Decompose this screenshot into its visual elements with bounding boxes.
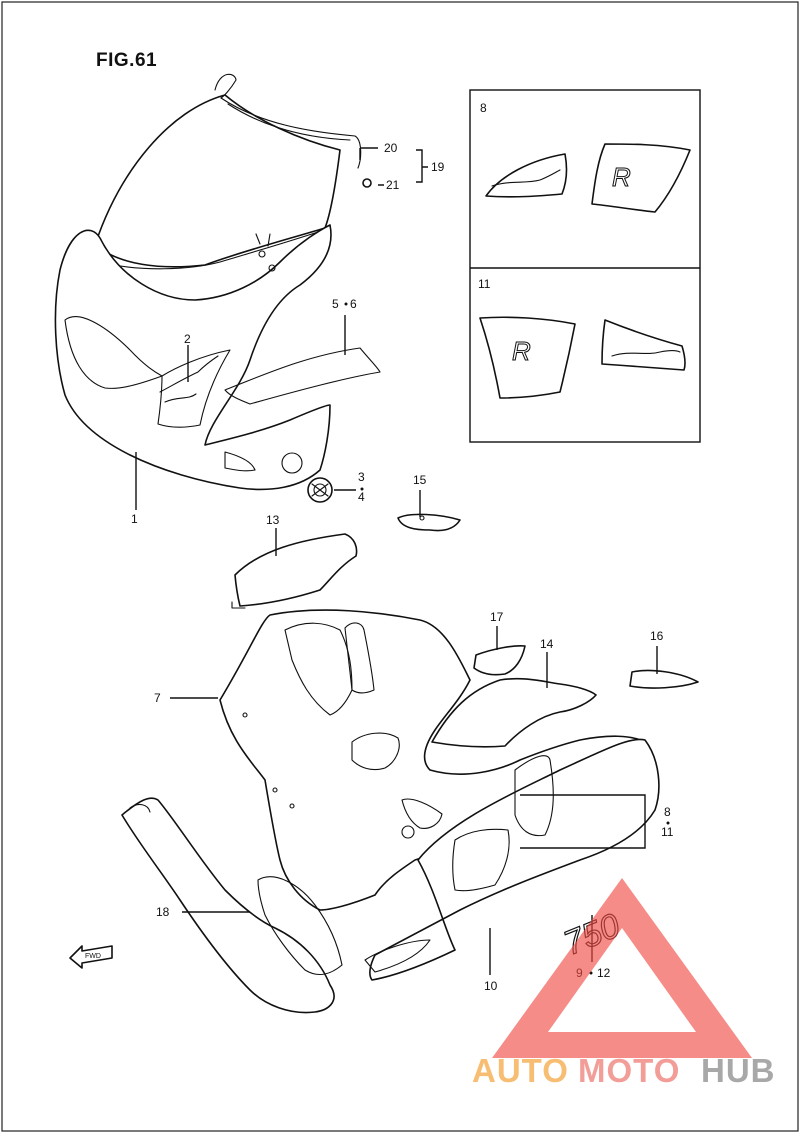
callout-19: 19 xyxy=(431,160,445,174)
upper-cowl-part xyxy=(54,224,381,491)
part-13 xyxy=(234,533,358,607)
decal-8-left xyxy=(485,153,568,198)
svg-text:R: R xyxy=(612,162,631,192)
callout-16: 16 xyxy=(650,629,664,643)
callout-7: 7 xyxy=(154,691,161,705)
callout-18: 18 xyxy=(156,905,170,919)
decal-11-left xyxy=(479,316,576,399)
watermark-word-hub: HUB xyxy=(701,1052,776,1089)
callout-4: 4 xyxy=(358,490,365,504)
callout-11: 11 xyxy=(661,825,674,839)
under-cowl-part xyxy=(121,797,343,1014)
watermark-word-moto: MOTO xyxy=(578,1052,680,1089)
callout-13: 13 xyxy=(266,513,280,527)
callout-21: 21 xyxy=(386,178,400,192)
decal-2-part xyxy=(159,355,219,403)
decal-inset-box: 8 11 R R xyxy=(469,89,701,443)
grommet-part xyxy=(307,477,333,503)
part-15 xyxy=(397,513,461,532)
callout-10: 10 xyxy=(484,979,498,993)
callout-2: 2 xyxy=(184,332,191,346)
callout-5: 5 xyxy=(332,297,339,311)
fwd-label: FWD xyxy=(85,953,101,960)
callout-20: 20 xyxy=(384,141,398,155)
windscreen-part xyxy=(94,73,372,270)
part-16 xyxy=(629,669,699,689)
part-17 xyxy=(473,645,526,676)
part-14 xyxy=(431,677,597,748)
callout-6: 6 xyxy=(350,297,357,311)
leader-lines xyxy=(135,147,658,975)
callout-12: 12 xyxy=(597,966,611,980)
callout-15: 15 xyxy=(413,473,427,487)
decal-11-right xyxy=(601,319,686,371)
forward-direction-arrow: FWD xyxy=(69,945,113,969)
callout-1: 1 xyxy=(131,512,138,526)
callout-17: 17 xyxy=(490,610,504,624)
callout-3: 3 xyxy=(358,470,365,484)
watermark-logo-icon xyxy=(492,878,752,1058)
watermark-word-auto: AUTO xyxy=(472,1052,569,1089)
callout-8: 8 xyxy=(664,805,671,819)
svg-text:R: R xyxy=(512,336,531,366)
inset-label-11: 11 xyxy=(478,277,491,291)
figure-title: FIG.61 xyxy=(96,50,158,71)
callout-14: 14 xyxy=(540,637,554,651)
automotohub-watermark: AUTO MOTO HUB xyxy=(472,878,776,1089)
inset-label-8: 8 xyxy=(480,101,487,115)
fairing-panel-part xyxy=(364,738,660,981)
decal-8-right xyxy=(591,143,691,213)
